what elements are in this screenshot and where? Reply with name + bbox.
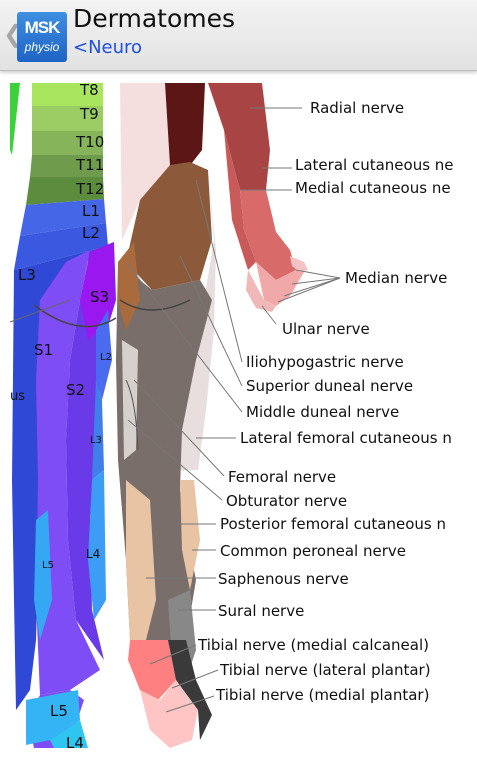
app-bar: ❮ MSK physio Dermatomes <Neuro [0, 0, 477, 71]
label-radial-nerve: Radial nerve [310, 99, 404, 117]
torso-skin-region [120, 83, 170, 240]
middle-duneal-region [118, 242, 140, 330]
label-t12: T12 [75, 180, 104, 198]
dermatome-t9-region [32, 106, 103, 131]
dermatome-t10-region [32, 131, 103, 155]
label-s2: S2 [66, 381, 85, 399]
logo-text-msk: MSK [24, 18, 61, 37]
label-t8: T8 [79, 83, 99, 99]
ulnar-hand-region [246, 270, 276, 312]
label-middle-duneal-nerve: Middle duneal nerve [246, 403, 399, 421]
leader-femoral [133, 379, 225, 477]
dermatome-l5-strip-region [34, 510, 52, 640]
label-l5: L5 [50, 702, 68, 720]
label-tibial-medial-calcaneal: Tibial nerve (medial calcaneal) [197, 636, 429, 654]
label-ulnar-nerve: Ulnar nerve [282, 320, 370, 338]
dermatome-diagram: T8 T9 T10 T11 T12 L1 L2 L3 S3 S1 S2 L2 L… [9, 83, 454, 748]
leader-left-edge [9, 299, 71, 323]
label-t10: T10 [75, 133, 104, 151]
leader-superior-duneal [179, 255, 243, 387]
label-femoral-nerve: Femoral nerve [228, 468, 336, 486]
label-tibial-medial-plantar: Tibial nerve (medial plantar) [215, 686, 429, 704]
leader-tibial-medial-calcaneal [149, 644, 197, 665]
label-tibial-lateral-plantar: Tibial nerve (lateral plantar) [219, 661, 431, 679]
tibial-lateral-plantar-region [140, 680, 198, 748]
leader-median-4 [277, 277, 341, 303]
label-posterior-femoral-cutaneous-nerve: Posterior femoral cutaneous n [220, 515, 446, 533]
label-l4-right: L4 [86, 547, 100, 561]
median-hand-region [256, 262, 304, 306]
subcostal-dark-region [165, 83, 205, 168]
leader-obturator [127, 419, 223, 501]
lateral-cutaneous-region [240, 190, 296, 280]
leader-middle-duneal [125, 261, 243, 413]
label-l3-left: L3 [18, 266, 36, 284]
up-navigation-link[interactable]: <Neuro [73, 37, 143, 58]
right-leg-nerves [116, 83, 216, 748]
label-median-nerve: Median nerve [345, 269, 447, 287]
label-lateral-cutaneous-nerve: Lateral cutaneous ne [295, 156, 454, 174]
label-medial-cutaneous-nerve: Medial cutaneous ne [295, 179, 451, 197]
label-l3-small: L3 [90, 435, 102, 446]
leader-ulnar [261, 305, 277, 325]
arm-nerves [208, 83, 341, 325]
tibial-medial-plantar-region [168, 640, 212, 740]
label-s1: S1 [34, 341, 53, 359]
label-sural-nerve: Sural nerve [218, 602, 304, 620]
label-obturator-nerve: Obturator nerve [226, 492, 347, 510]
dermatome-l5-foot-region [26, 690, 80, 745]
knee-crease-right [125, 379, 139, 451]
leader-iliohypogastric [195, 179, 243, 363]
saphenous-region [126, 480, 156, 640]
app-logo[interactable]: MSK physio [17, 12, 67, 62]
posterior-femoral-cutaneous-region [180, 480, 200, 590]
obturator-region [122, 340, 138, 460]
medial-cutaneous-region [224, 130, 256, 270]
label-lateral-femoral-cutaneous-nerve: Lateral femoral cutaneous n [240, 429, 452, 447]
leader-median-2 [291, 277, 341, 285]
leader-tibial-lateral-plantar [171, 669, 219, 689]
dermatome-t12-region [26, 177, 104, 205]
label-l1: L1 [82, 202, 100, 220]
label-t11: T11 [75, 156, 104, 174]
label-s3: S3 [90, 288, 109, 306]
label-l2-small: L2 [100, 352, 112, 363]
thumb-region [290, 256, 308, 272]
leader-tibial-medial-plantar [165, 695, 215, 713]
label-l5-small: L5 [42, 560, 54, 571]
dermatome-s1-region [36, 250, 100, 695]
dermatome-t11-region [30, 155, 103, 177]
label-common-peroneal-nerve: Common peroneal nerve [220, 542, 406, 560]
label-edge-fragment: us [10, 389, 25, 404]
leg-leader-lines [125, 179, 243, 713]
logo-text-physio: physio [24, 40, 60, 54]
dermatome-l3-strip-region [92, 380, 104, 480]
label-l2: L2 [82, 224, 100, 242]
buttock-crease-right [119, 299, 191, 311]
dermatome-l1-region [20, 199, 106, 236]
radial-region [208, 83, 270, 190]
label-iliohypogastric-nerve: Iliohypogastric nerve [246, 353, 404, 371]
leader-median-1 [295, 269, 341, 279]
dermatome-l4-foot-region [50, 720, 88, 748]
left-leg-dermatomes [9, 83, 117, 748]
dermatome-image-viewer[interactable]: T8 T9 T10 T11 T12 L1 L2 L3 S3 S1 S2 L2 L… [0, 83, 468, 748]
tibial-medial-calcaneal-region [128, 640, 176, 700]
dermatome-l2-region [14, 223, 108, 270]
label-superior-duneal-nerve: Superior duneal nerve [246, 377, 413, 395]
left-edge-green-region [10, 83, 20, 155]
iliohypogastric-region [126, 162, 212, 290]
leader-median-3 [283, 277, 341, 297]
label-saphenous-nerve: Saphenous nerve [218, 570, 349, 588]
page-title: Dermatomes [73, 4, 235, 33]
label-t9: T9 [79, 105, 99, 123]
buttock-crease-left [33, 304, 117, 328]
dermatome-l4-right-region [88, 470, 106, 620]
dermatome-l2-strip-region [96, 310, 112, 400]
label-l4-bottom: L4 [66, 734, 84, 748]
dermatome-t8-region [32, 83, 103, 106]
